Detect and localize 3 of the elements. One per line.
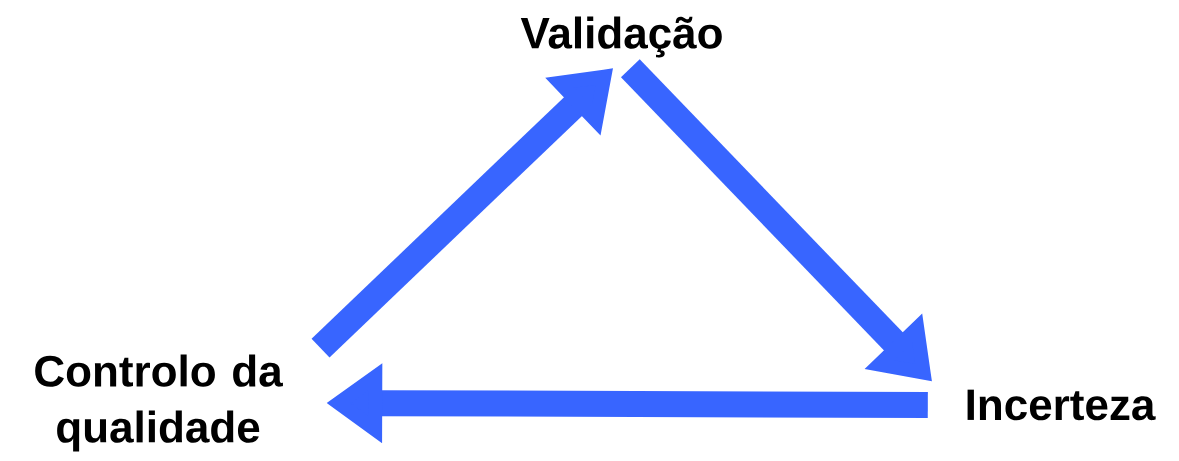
label: Controlo da qualidade (35, 354, 283, 452)
label: Incerteza (967, 389, 1156, 421)
label: Validação (520, 16, 722, 58)
